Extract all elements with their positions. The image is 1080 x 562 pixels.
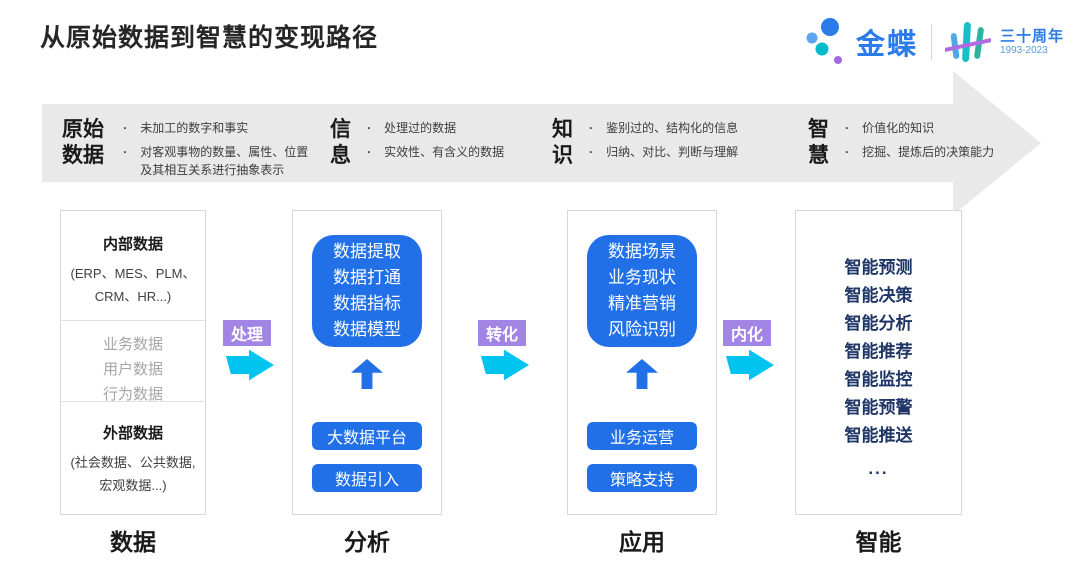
bullet-item: 未加工的数字和事实 [123,120,309,137]
section-heading: 外部数据 [102,425,163,442]
stage-title: 信息 [330,118,351,167]
bullet-item: 实效性、有含义的数据 [367,144,504,161]
smart-item: 智能预警 [844,398,913,417]
stage-wisdom: 智慧 价值化的知识 挖掘、提炼后的决策能力 [808,117,994,169]
data-ingest-box: 数据引入 [312,464,422,492]
main-box-line: 风险识别 [608,320,676,339]
section-detail: (社会数据、公共数据, 宏观数据...) [70,455,196,493]
stage-bullets: 未加工的数字和事实 对客观事物的数量、属性、位置及其相互关系进行抽象表示 [123,117,309,186]
bullet-item: 鉴别过的、结构化的信息 [589,120,738,137]
big-data-platform-box: 大数据平台 [312,422,422,450]
stage-bullets: 鉴别过的、结构化的信息 归纳、对比、判断与理解 [589,117,738,169]
column-label-application: 应用 [619,529,665,555]
smart-item-more: ... [868,459,889,478]
kingdee-logo: 金蝶 三十周年 1993-2023 [805,16,1064,68]
smart-item: 智能分析 [844,314,913,333]
column-label-analysis: 分析 [344,529,390,555]
stage-bullets: 处理过的数据 实效性、有含义的数据 [367,117,504,169]
main-box-line: 业务现状 [608,268,676,287]
column-data: 内部数据 (ERP、MES、PLM、CRM、HR...) 业务数据 用户数据 行… [60,210,206,515]
data-type-item: 业务数据 [102,336,163,353]
main-box-line: 数据打通 [333,268,401,287]
anniversary-30-icon [944,22,991,63]
column-intelligence: 智能预测 智能决策 智能分析 智能推荐 智能监控 智能预警 智能推送 ... [795,210,962,515]
connector-label-internalize: 内化 [723,320,771,346]
stage-bullets: 价值化的知识 挖掘、提炼后的决策能力 [845,117,994,169]
stage-title: 智慧 [808,118,829,167]
stage-title: 原始数据 [62,118,104,167]
up-arrow-icon [351,359,383,389]
smart-item: 智能决策 [844,286,913,305]
anniversary-years: 1993-2023 [999,44,1048,56]
connector-label-transform: 转化 [478,320,526,346]
column-analysis: 数据提取 数据打通 数据指标 数据模型 大数据平台 数据引入 [292,210,442,515]
data-type-item: 用户数据 [102,361,163,378]
main-box-line: 数据提取 [333,242,401,261]
column-label-intelligence: 智能 [855,529,902,555]
column-label-data: 数据 [110,529,156,555]
main-box-line: 数据指标 [333,294,401,313]
external-data-section: 外部数据 (社会数据、公共数据, 宏观数据...) [61,402,205,497]
right-arrow-icon [226,349,274,381]
anniversary-title: 三十周年 [999,27,1064,45]
column-application: 数据场景 业务现状 精准营销 风险识别 业务运营 策略支持 [567,210,717,515]
smart-list: 智能预测 智能决策 智能分析 智能推荐 智能监控 智能预警 智能推送 ... [796,211,961,483]
bullet-item: 挖掘、提炼后的决策能力 [845,144,994,161]
connector-label-process: 处理 [223,320,271,346]
kingdee-dots-icon [806,18,842,64]
stage-title: 知识 [552,118,573,167]
smart-item: 智能预测 [844,258,913,277]
business-operation-box: 业务运营 [587,422,697,450]
main-box-line: 精准营销 [608,294,676,313]
smart-item: 智能推荐 [844,342,913,361]
stage-knowledge: 知识 鉴别过的、结构化的信息 归纳、对比、判断与理解 [552,117,738,169]
brand-name: 金蝶 [855,29,918,61]
smart-item: 智能推送 [844,426,913,445]
main-box-line: 数据模型 [333,320,401,339]
bullet-item: 对客观事物的数量、属性、位置及其相互关系进行抽象表示 [123,144,309,179]
bullet-item: 归纳、对比、判断与理解 [589,144,738,161]
strategy-support-box: 策略支持 [587,464,697,492]
bullet-item: 价值化的知识 [845,120,994,137]
right-arrow-icon [481,349,529,381]
stage-information: 信息 处理过的数据 实效性、有含义的数据 [330,117,504,169]
bullet-item: 处理过的数据 [367,120,504,137]
banner-arrow: 原始数据 未加工的数字和事实 对客观事物的数量、属性、位置及其相互关系进行抽象表… [42,104,994,182]
smart-item: 智能监控 [844,370,913,389]
main-box-line: 数据场景 [608,242,676,261]
analysis-main-box: 数据提取 数据打通 数据指标 数据模型 [312,235,422,347]
logo-divider [930,24,932,60]
internal-data-section: 内部数据 (ERP、MES、PLM、CRM、HR...) [61,211,205,321]
data-type-item: 行为数据 [102,386,163,403]
data-types-section: 业务数据 用户数据 行为数据 [61,321,205,403]
section-detail: (ERP、MES、PLM、CRM、HR...) [70,266,196,304]
page-title: 从原始数据到智慧的变现路径 [40,24,379,52]
up-arrow-icon [626,359,658,389]
anniversary-text: 三十周年 1993-2023 [1000,28,1064,57]
section-heading: 内部数据 [102,236,163,253]
right-arrow-icon [726,349,774,381]
application-main-box: 数据场景 业务现状 精准营销 风险识别 [587,235,697,347]
stage-raw-data: 原始数据 未加工的数字和事实 对客观事物的数量、属性、位置及其相互关系进行抽象表… [62,117,309,186]
